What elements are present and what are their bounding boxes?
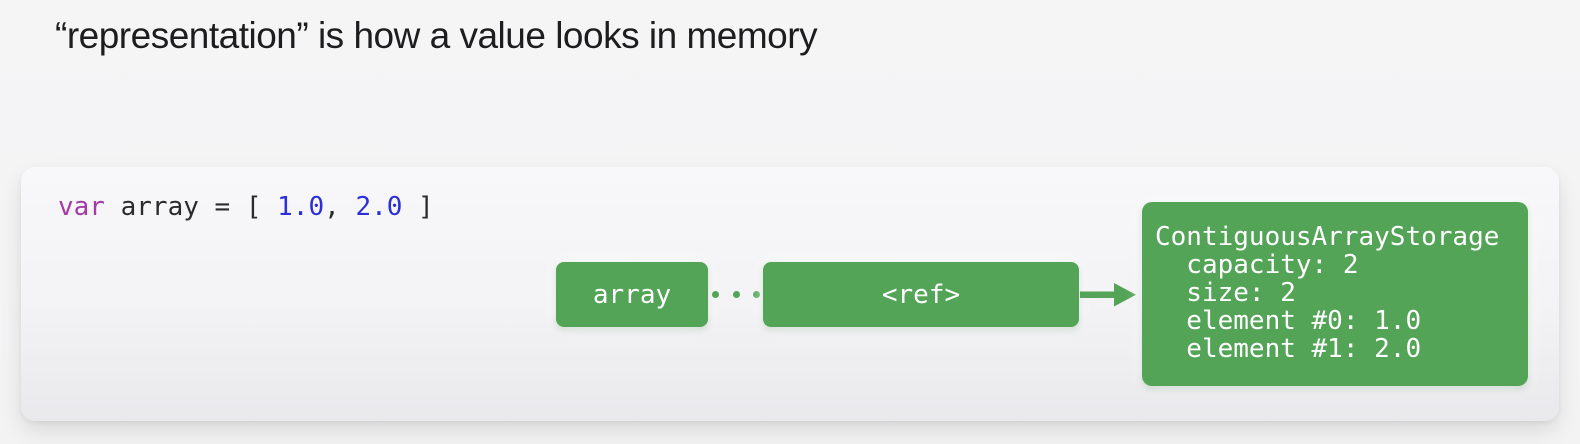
code-token-plain: ]: [402, 192, 434, 222]
ref-label: <ref>: [881, 279, 961, 310]
code-token-keyword: var: [58, 192, 105, 222]
code-token-number: 1.0: [277, 192, 325, 222]
array-variable-label: array: [592, 279, 672, 310]
contiguous-array-storage-box: ContiguousArrayStorage capacity: 2 size:…: [1142, 202, 1528, 386]
arrow-right-icon: [1080, 283, 1136, 307]
storage-line-element-0: element #0: 1.0: [1155, 306, 1422, 336]
code-token-plain: array = [: [104, 192, 278, 222]
dot-icon: [712, 290, 719, 298]
code-token-number: 2.0: [355, 192, 403, 222]
storage-line-element-1: element #1: 2.0: [1155, 334, 1422, 364]
ref-box: <ref>: [763, 262, 1079, 327]
code-snippet: var array = [ 1.0, 2.0 ]: [58, 192, 434, 222]
storage-line-size: size: 2: [1155, 278, 1296, 308]
dot-icon: [732, 290, 740, 298]
slide-title: “representation” is how a value looks in…: [55, 15, 818, 56]
storage-line-title: ContiguousArrayStorage: [1155, 222, 1500, 252]
array-variable-box: array: [556, 262, 708, 327]
ellipsis-dots-icon: [712, 290, 760, 298]
dot-icon: [753, 290, 760, 298]
storage-line-capacity: capacity: 2: [1155, 250, 1359, 280]
code-token-plain: ,: [324, 192, 356, 222]
